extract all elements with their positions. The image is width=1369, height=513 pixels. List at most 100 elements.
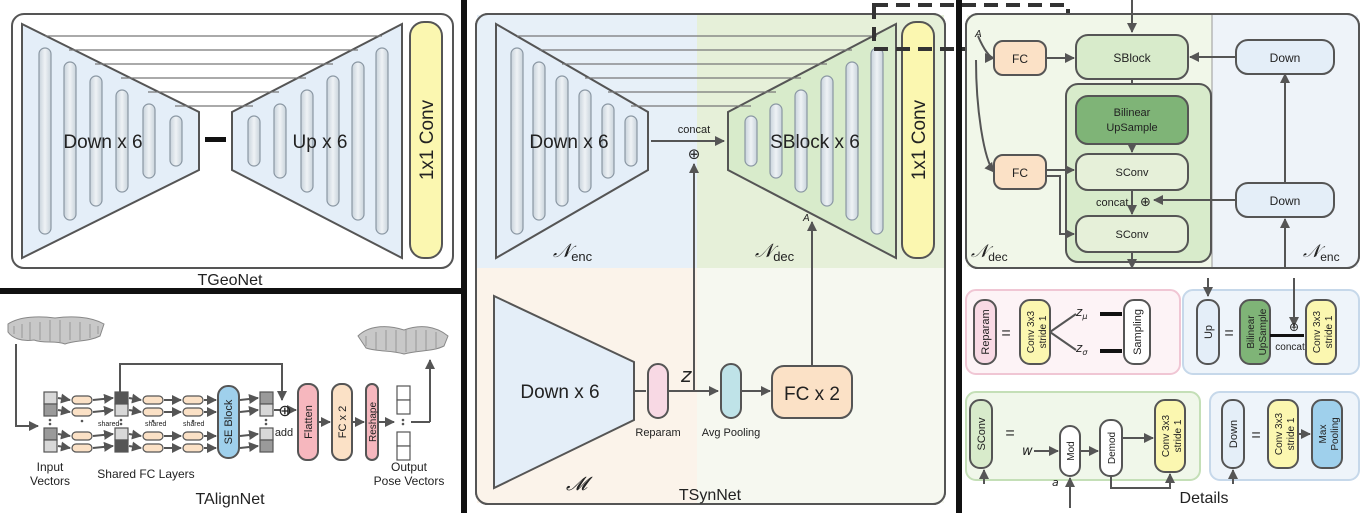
reshape-label: Reshape xyxy=(368,402,379,442)
details-oplus: ⊕ xyxy=(1140,195,1151,210)
fc-label-2: FC xyxy=(1012,166,1028,180)
bilinear-label-1: Bilinear xyxy=(1114,107,1151,119)
sconv-detail-block xyxy=(969,399,993,469)
stride-label-1: stride 1 xyxy=(1038,315,1049,348)
up-block xyxy=(1196,299,1220,365)
tsynnet-down-label: Down x 6 xyxy=(529,132,608,153)
tgeonet-conv-label: 1x1 Conv xyxy=(417,99,438,180)
bil-up-label-1: Bilinear xyxy=(1246,315,1257,349)
conv3x3-block-2 xyxy=(1305,299,1337,365)
bilinear-label-2: UpSample xyxy=(1106,122,1157,134)
input-label-2: Vectors xyxy=(30,474,70,488)
stride-label-3: stride 1 xyxy=(1173,419,1184,452)
sconv-label-1: SConv xyxy=(1115,167,1149,179)
tsynnet-down-small: Down x 6 xyxy=(520,382,599,403)
stride-label-4: stride 1 xyxy=(1286,417,1297,450)
stride-label-2: stride 1 xyxy=(1324,315,1335,348)
conv3x3-label-1: Conv 3x3 xyxy=(1026,310,1037,353)
add-label: add xyxy=(275,427,293,439)
output-teeth-image xyxy=(357,326,449,355)
fc-layers-label: Shared FC Layers xyxy=(97,467,194,481)
input-teeth-image xyxy=(7,316,105,345)
down-label-1: Down xyxy=(1270,51,1301,65)
z-label: z xyxy=(680,363,692,387)
tgeonet-up-label: Up x 6 xyxy=(293,132,348,153)
tsynnet-conv-block xyxy=(901,21,935,259)
sconv-detail-label: SConv xyxy=(976,417,988,451)
details-title: Details xyxy=(1180,490,1229,507)
fc-label-1: FC xyxy=(1012,52,1028,66)
up-concat-label: concat xyxy=(1275,342,1305,353)
avg-pool-block xyxy=(720,363,742,419)
bilinear-block xyxy=(1075,95,1189,145)
up-eq: = xyxy=(1224,325,1233,342)
reparam-detail-label: Reparam xyxy=(980,309,992,354)
down-detail-label: Down xyxy=(1228,420,1240,448)
talignet-title: TAlignNet xyxy=(195,491,265,508)
down-detail-block xyxy=(1221,399,1245,469)
flatten-label: Flatten xyxy=(303,405,315,439)
bil-up-label-2: UpSample xyxy=(1258,308,1269,355)
maxpool-block xyxy=(1311,399,1343,469)
conv3x3-block-3 xyxy=(1154,399,1186,473)
w-label: w xyxy=(1022,444,1033,459)
sampling-block xyxy=(1123,299,1151,365)
fc2-block xyxy=(331,383,353,461)
avg-pool-label: Avg Pooling xyxy=(702,427,761,439)
tsynnet-m-encoder xyxy=(493,294,635,490)
maxpool-label-1: Max xyxy=(1318,425,1329,444)
divider-left xyxy=(461,0,467,513)
shared-label-2: shared xyxy=(145,421,167,428)
divider-right xyxy=(956,0,962,513)
divider-horizontal xyxy=(0,288,461,294)
z-mu-label: zμ xyxy=(1075,305,1087,321)
tsynnet-title: TSynNet xyxy=(679,487,742,504)
se-block-label: SE Block xyxy=(223,399,235,444)
sampling-label: Sampling xyxy=(1132,309,1144,355)
reparam-eq: = xyxy=(1001,325,1010,342)
tsynnet-n-enc: 𝒩enc xyxy=(553,241,593,264)
details-a-label: A xyxy=(974,29,982,40)
sconv-label-2: SConv xyxy=(1115,229,1149,241)
input-label-1: Input xyxy=(37,460,64,474)
conv3x3-label-4: Conv 3x3 xyxy=(1274,412,1285,455)
shared-label-3: shared xyxy=(183,421,205,428)
z-sigma-label: zσ xyxy=(1075,341,1088,357)
down-label-2: Down xyxy=(1270,194,1301,208)
reparam-label: Reparam xyxy=(635,427,680,439)
tsynnet-oplus: ⊕ xyxy=(688,145,701,163)
details-concat-label: concat xyxy=(1096,197,1128,209)
bilinear-up-block xyxy=(1239,299,1271,365)
reshape-block xyxy=(365,383,379,461)
se-block xyxy=(217,385,240,459)
shared-label-1: shared xyxy=(98,421,120,428)
tgeonet-down-label: Down x 6 xyxy=(63,132,142,153)
mod-label: Mod xyxy=(1066,441,1077,460)
details-panel: A FC SBlock Bilinear UpSample SConv conc… xyxy=(965,0,1360,508)
output-label-1: Output xyxy=(391,460,428,474)
tsynnet-conv-label: 1x1 Conv xyxy=(909,99,930,180)
tgeonet-conv-block xyxy=(409,21,443,259)
a-small-label: a xyxy=(1052,476,1059,489)
up-label: Up xyxy=(1203,325,1215,339)
reparam-block xyxy=(647,363,669,419)
tsynnet-sblock-label: SBlock x 6 xyxy=(770,132,860,153)
sblock-label: SBlock xyxy=(1113,51,1151,65)
tsynnet-concat-label: concat xyxy=(678,124,710,136)
tgeonet-title: TGeoNet xyxy=(198,272,263,289)
tsynnet-a-label: A xyxy=(802,213,810,224)
tsynnet-n-dec: 𝒩dec xyxy=(755,241,795,264)
talignet-panel: shared shared shared SE Block ⊕ add Flat… xyxy=(7,316,449,508)
reparam-detail-block xyxy=(973,299,997,365)
oplus-talignet: ⊕ xyxy=(278,401,291,420)
tsynnet-m-label: 𝓜 xyxy=(566,474,593,495)
fc-block-2 xyxy=(993,154,1047,190)
output-label-2: Pose Vectors xyxy=(374,474,445,488)
tsynnet-panel: Down x 6 SBlock x 6 concat ⊕ 1x1 Conv 𝒩e… xyxy=(475,3,1070,505)
conv3x3-label-2: Conv 3x3 xyxy=(1312,310,1323,353)
conv3x3-label-3: Conv 3x3 xyxy=(1161,414,1172,457)
flatten-block xyxy=(297,383,319,461)
down-eq: = xyxy=(1251,427,1260,444)
fc2-label: FC x 2 xyxy=(337,406,349,438)
